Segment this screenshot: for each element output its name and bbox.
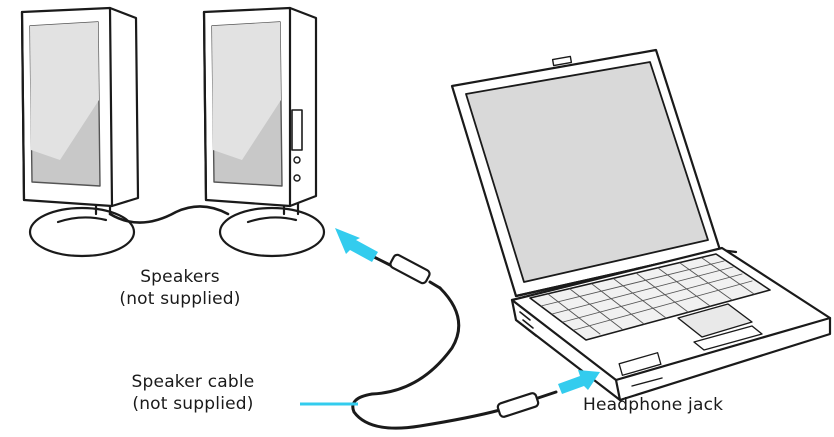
speaker-cable-label-line2: (not supplied) bbox=[132, 394, 254, 414]
speakers-label-line2: (not supplied) bbox=[119, 289, 241, 309]
speaker-cable-label-line1: Speaker cable bbox=[131, 372, 255, 392]
arrow-to-jack-icon bbox=[558, 370, 600, 394]
speakers-label: Speakers (not supplied) bbox=[95, 266, 265, 310]
arrow-to-speaker-icon bbox=[335, 228, 378, 262]
speakers-label-line1: Speakers bbox=[140, 267, 220, 287]
right-speaker-icon bbox=[202, 6, 326, 258]
speaker-cable-label: Speaker cable (not supplied) bbox=[98, 371, 288, 415]
speaker-cable-icon bbox=[351, 253, 558, 430]
left-speaker-icon bbox=[20, 6, 140, 258]
speaker-link-cable bbox=[108, 205, 230, 224]
laptop-icon bbox=[450, 48, 832, 402]
headphone-jack-label: Headphone jack bbox=[583, 395, 724, 415]
